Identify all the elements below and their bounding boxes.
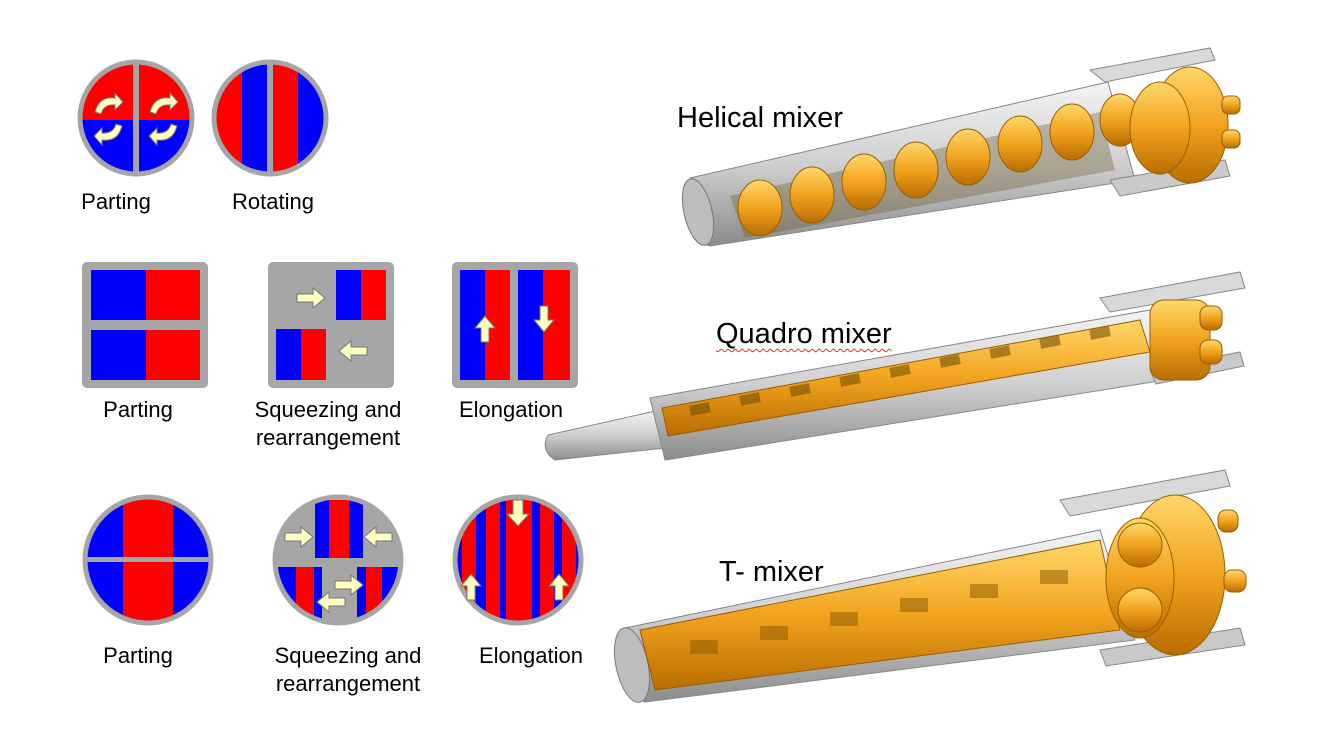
t-mixer-title: T- mixer [719, 556, 824, 588]
row3-squeezing-label-line1: Squeezing and [274, 643, 422, 668]
row2-elongation-label: Elongation [459, 397, 563, 422]
t-mixer-image [613, 469, 1247, 703]
arrow-right-icon [296, 286, 326, 310]
row3-parting-circle [82, 494, 214, 626]
arrow-up-icon [473, 315, 497, 343]
arrow-right-icon [334, 573, 364, 597]
row2-parting-square [82, 262, 208, 388]
arrow-down-icon [532, 305, 556, 333]
helical-mixer-title: Helical mixer [677, 102, 843, 134]
row3-parting-label: Parting [103, 643, 173, 668]
arrow-up-icon [459, 573, 483, 601]
row1-rotating-label: Rotating [232, 189, 314, 214]
row2-squeezing-label-line2: rearrangement [255, 425, 401, 450]
row2-squeezing-label-line1: Squeezing and [254, 397, 402, 422]
arrow-down-icon [505, 499, 531, 527]
row1-parting-label: Parting [81, 189, 151, 214]
row1-parting-circle [77, 59, 195, 177]
rotation-arrows-icon [93, 91, 179, 147]
row2-squeezing-square [268, 262, 394, 388]
row2-parting-label: Parting [103, 397, 173, 422]
arrow-left-icon [338, 339, 368, 363]
quadro-mixer-image [544, 271, 1246, 461]
arrow-left-icon [363, 525, 393, 549]
row3-elongation-label: Elongation [479, 643, 583, 668]
row2-elongation-square [452, 262, 578, 388]
quadro-mixer-title: Quadro mixer [716, 318, 892, 350]
arrow-right-icon [284, 525, 314, 549]
arrow-left-icon [316, 590, 346, 614]
row3-squeezing-label-line2: rearrangement [275, 671, 421, 696]
row3-elongation-circle [452, 494, 584, 626]
helical-mixer-image [681, 47, 1241, 247]
arrow-up-icon [547, 573, 571, 601]
row1-rotating-circle [211, 59, 329, 177]
row3-squeezing-circle [272, 494, 404, 626]
